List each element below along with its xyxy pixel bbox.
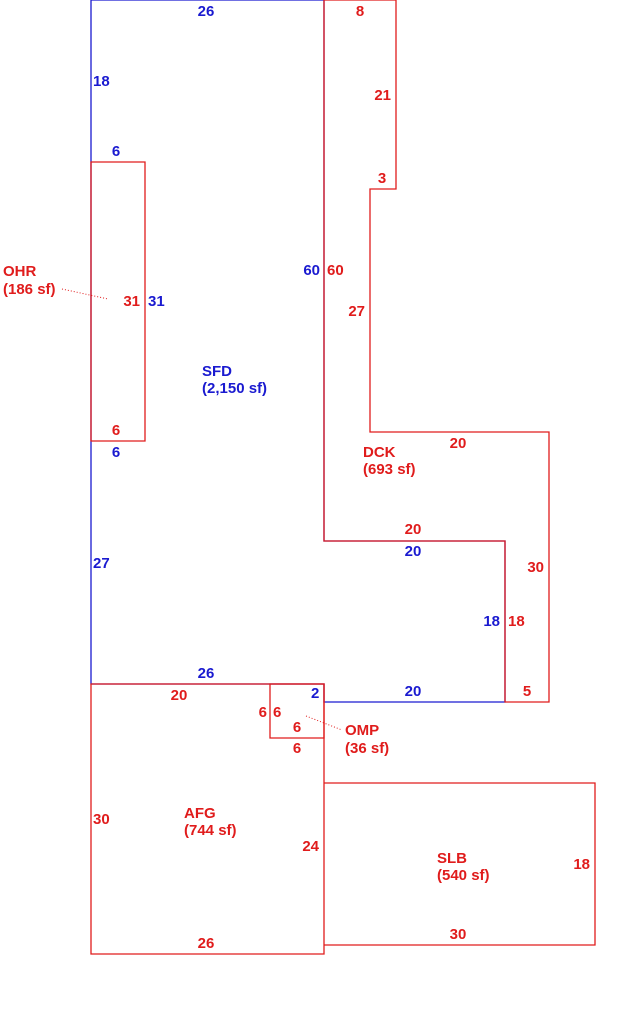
dck-label-name: DCK [363, 444, 396, 461]
addition-dimension-labels: 6 31 6 8 21 3 60 27 20 20 30 18 5 20 6 3… [93, 3, 590, 952]
dim-slb-right: 18 [573, 856, 590, 873]
dim-dck-right-upper: 21 [374, 87, 391, 104]
dim-afg-omp-side: 6 [259, 704, 267, 721]
dim-sfd-ohr-top-step: 6 [112, 143, 120, 160]
ohr-label-name: OHR [3, 263, 37, 280]
dim-ohr-side: 31 [123, 293, 140, 310]
sfd-label-name: SFD [202, 363, 232, 380]
dck-outline [323, 0, 550, 703]
dim-dck-inner-side: 18 [508, 613, 525, 630]
dim-afg-top: 20 [171, 687, 188, 704]
sfd-label-size: (2,150 sf) [202, 380, 267, 397]
dim-sfd-ohr-bottom-step: 6 [112, 444, 120, 461]
dim-dck-bottom: 5 [523, 683, 531, 700]
omp-label-size: (36 sf) [345, 740, 389, 757]
dim-sfd-right-upper: 60 [303, 262, 320, 279]
dim-sfd-notch-top: 20 [405, 543, 422, 560]
afg-outline [90, 683, 325, 955]
omp-leader-line [305, 715, 343, 731]
area-labels: SFD (2,150 sf) OHR (186 sf) DCK (693 sf)… [3, 263, 490, 884]
dim-omp-left: 6 [273, 704, 281, 721]
dim-dck-step: 3 [378, 170, 386, 187]
dck-label-size: (693 sf) [363, 461, 416, 478]
afg-label-name: AFG [184, 805, 216, 822]
dim-dck-top: 8 [356, 3, 364, 20]
dim-dck-left-middle: 27 [348, 303, 365, 320]
sfd-outline [90, 0, 506, 703]
slb-outline [324, 782, 596, 946]
dim-sfd-right-lower: 20 [405, 683, 422, 700]
dim-sfd-top: 26 [198, 3, 215, 20]
dim-sfd-left-lower: 27 [93, 555, 110, 572]
sfd-dimension-labels: 26 18 6 31 6 27 26 2 20 60 20 18 [93, 3, 500, 702]
dim-dck-left-long: 60 [327, 262, 344, 279]
area-outlines [90, 0, 596, 955]
dim-sfd-left-upper: 18 [93, 73, 110, 90]
dim-afg-right: 24 [302, 838, 319, 855]
slb-label-size: (540 sf) [437, 867, 490, 884]
omp-label-name: OMP [345, 722, 379, 739]
afg-label-size: (744 sf) [184, 822, 237, 839]
slb-label-name: SLB [437, 850, 467, 867]
dim-sfd-omp-step: 2 [311, 685, 319, 702]
dim-sfd-ohr-side: 31 [148, 293, 165, 310]
ohr-label-size: (186 sf) [3, 281, 56, 298]
dim-omp-top: 6 [293, 719, 301, 736]
ohr-outline [90, 161, 146, 442]
dim-afg-left: 30 [93, 811, 110, 828]
dim-slb-bottom: 30 [450, 926, 467, 943]
dim-sfd-notch-side: 18 [483, 613, 500, 630]
dim-omp-bottom: 6 [293, 740, 301, 757]
omp-outline [269, 683, 325, 739]
dim-ohr-bottom: 6 [112, 422, 120, 439]
ohr-leader-line [61, 288, 109, 300]
dim-dck-shelf: 20 [450, 435, 467, 452]
leader-lines [61, 288, 343, 731]
dim-dck-right-lower: 30 [527, 559, 544, 576]
dim-sfd-bottom: 26 [198, 665, 215, 682]
dim-afg-bottom: 26 [198, 935, 215, 952]
dim-dck-inner-bottom: 20 [405, 521, 422, 538]
